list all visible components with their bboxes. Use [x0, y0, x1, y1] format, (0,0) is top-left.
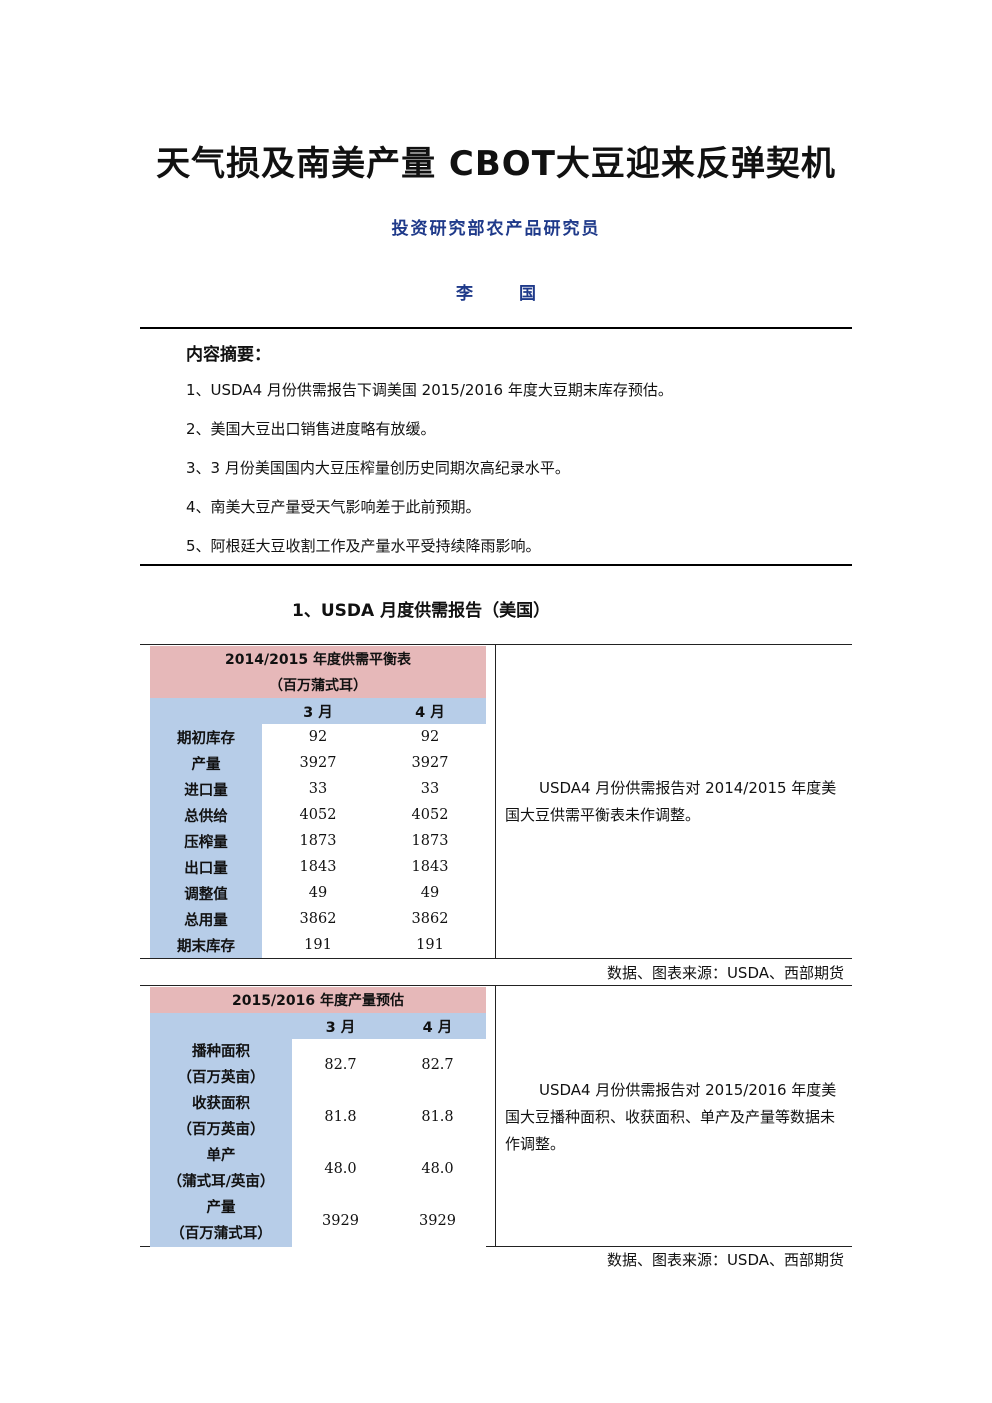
april-value: 81.8	[389, 1091, 486, 1143]
april-value: 3929	[389, 1195, 486, 1247]
row-label: 总供给	[150, 802, 262, 828]
row-label: 期末库存	[150, 932, 262, 958]
table-row: 单产 （蒲式耳/英亩） 48.0 48.0	[150, 1143, 486, 1195]
row-label-unit: （百万英亩）	[177, 1070, 265, 1086]
row-label-name: 收获面积	[192, 1096, 250, 1112]
summary-item: 4、南美大豆产量受天气影响差于此前预期。	[186, 498, 481, 516]
row-label: 收获面积 （百万英亩）	[150, 1091, 292, 1143]
table2-header-blank	[150, 1013, 292, 1039]
april-value: 49	[374, 880, 486, 906]
table2-header-april: 4 月	[389, 1013, 486, 1039]
author-name: 李 国	[456, 284, 556, 304]
row-label-name: 产量	[206, 1200, 236, 1216]
table1-unit: （百万蒲式耳）	[150, 672, 486, 698]
march-value: 4052	[262, 802, 374, 828]
row-label: 期初库存	[150, 724, 262, 750]
summary-heading: 内容摘要：	[186, 345, 271, 365]
march-value: 3929	[292, 1195, 389, 1247]
march-value: 191	[262, 932, 374, 958]
table1-header-march: 3 月	[262, 698, 374, 724]
april-value: 3927	[374, 750, 486, 776]
march-value: 81.8	[292, 1091, 389, 1143]
march-value: 33	[262, 776, 374, 802]
april-value: 33	[374, 776, 486, 802]
table2-divider	[495, 986, 496, 1246]
table1-title: 2014/2015 年度供需平衡表	[150, 646, 486, 672]
april-value: 1843	[374, 854, 486, 880]
april-value: 3862	[374, 906, 486, 932]
summary-item: 1、USDA4 月份供需报告下调美国 2015/2016 年度大豆期末库存预估。	[186, 381, 673, 399]
row-label-name: 单产	[206, 1148, 236, 1164]
row-label: 调整值	[150, 880, 262, 906]
row-label: 出口量	[150, 854, 262, 880]
production-estimate-table-2015-2016: 2015/2016 年度产量预估 3 月 4 月 播种面积 （百万英亩） 82.7…	[150, 987, 486, 1247]
table-row: 产量 （百万蒲式耳） 3929 3929	[150, 1195, 486, 1247]
summary-bottom-rule	[140, 564, 852, 566]
row-label: 总用量	[150, 906, 262, 932]
row-label: 产量 （百万蒲式耳）	[150, 1195, 292, 1247]
row-label-name: 播种面积	[192, 1044, 250, 1060]
row-label-unit: （百万蒲式耳）	[170, 1226, 272, 1242]
document-title: 天气损及南美产量 CBOT大豆迎来反弹契机	[156, 144, 836, 184]
march-value: 82.7	[292, 1039, 389, 1091]
row-label-unit: （蒲式耳/英亩）	[167, 1174, 275, 1190]
april-value: 4052	[374, 802, 486, 828]
row-label: 单产 （蒲式耳/英亩）	[150, 1143, 292, 1195]
row-label: 进口量	[150, 776, 262, 802]
summary-top-rule	[140, 327, 852, 329]
table1-header-blank	[150, 698, 262, 724]
table2-header-march: 3 月	[292, 1013, 389, 1039]
row-label: 播种面积 （百万英亩）	[150, 1039, 292, 1091]
april-value: 48.0	[389, 1143, 486, 1195]
summary-item: 2、美国大豆出口销售进度略有放缓。	[186, 420, 436, 438]
table1-divider	[495, 645, 496, 958]
table2-frame	[140, 985, 852, 1247]
table-row: 播种面积 （百万英亩） 82.7 82.7	[150, 1039, 486, 1091]
row-label: 产量	[150, 750, 262, 776]
table-row: 收获面积 （百万英亩） 81.8 81.8	[150, 1091, 486, 1143]
april-value: 1873	[374, 828, 486, 854]
april-value: 82.7	[389, 1039, 486, 1091]
table1-source: 数据、图表来源：USDA、西部期货	[606, 964, 844, 982]
march-value: 48.0	[292, 1143, 389, 1195]
april-value: 92	[374, 724, 486, 750]
section-heading: 1、USDA 月度供需报告（美国）	[292, 601, 551, 621]
table1-frame	[140, 644, 852, 959]
april-value: 191	[374, 932, 486, 958]
row-label-unit: （百万英亩）	[177, 1122, 265, 1138]
table1-header-april: 4 月	[374, 698, 486, 724]
table1-note: USDA4 月份供需报告对 2014/2015 年度美国大豆供需平衡表未作调整。	[505, 779, 837, 824]
row-label: 压榨量	[150, 828, 262, 854]
march-value: 92	[262, 724, 374, 750]
march-value: 1873	[262, 828, 374, 854]
table2-title: 2015/2016 年度产量预估	[150, 987, 486, 1013]
march-value: 3927	[262, 750, 374, 776]
department-subtitle: 投资研究部农产品研究员	[391, 219, 601, 239]
march-value: 1843	[262, 854, 374, 880]
table2-note: USDA4 月份供需报告对 2015/2016 年度美国大豆播种面积、收获面积、…	[505, 1081, 837, 1153]
march-value: 49	[262, 880, 374, 906]
summary-item: 3、3 月份美国国内大豆压榨量创历史同期次高纪录水平。	[186, 459, 570, 477]
table2-source: 数据、图表来源：USDA、西部期货	[606, 1251, 844, 1269]
march-value: 3862	[262, 906, 374, 932]
summary-item: 5、阿根廷大豆收割工作及产量水平受持续降雨影响。	[186, 537, 541, 555]
